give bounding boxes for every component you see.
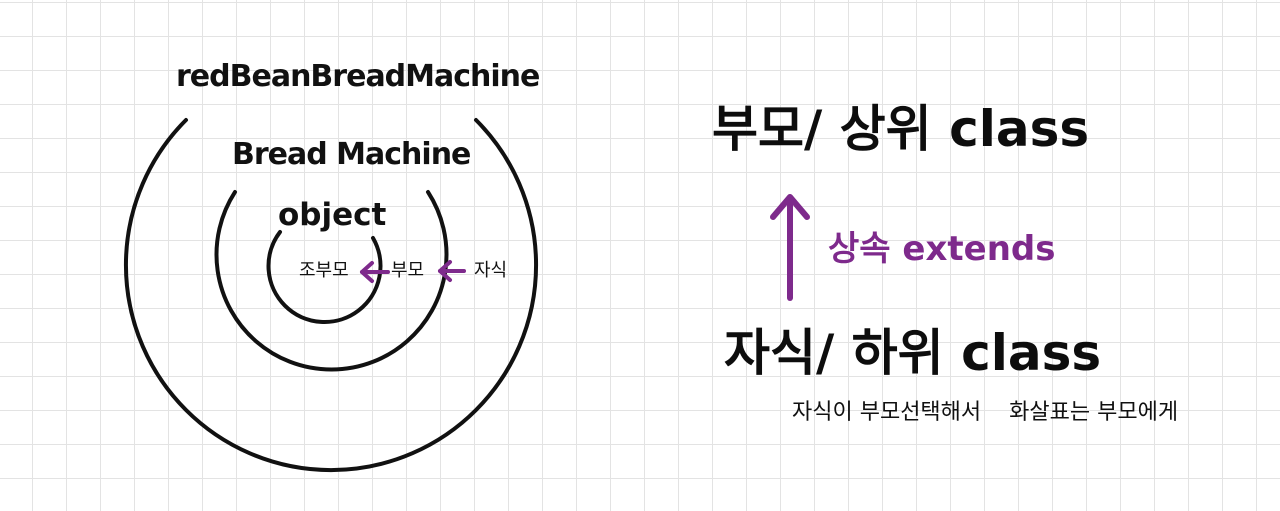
grandparent-label: 조부모 [299,260,349,281]
arrow-parent-to-grandparent [360,261,390,283]
note-text: 자식이 부모선택해서 화살표는 부모에게 [792,402,1178,424]
middle-circle-label: Bread Machine [232,137,471,172]
inheritance-arrow [770,194,810,301]
child-class-label: 자식/ 하위 class [724,324,1102,382]
parent-class-label: 부모/ 상위 class [712,100,1090,158]
arrow-child-to-parent [438,260,466,282]
outer-ring [124,118,538,472]
note-part-2: 화살표는 부모에게 [1009,400,1179,425]
parent-label: 부모 [391,260,425,281]
note-part-1: 자식이 부모선택해서 [792,400,982,425]
inner-circle-label: object [278,197,387,233]
child-label: 자식 [474,260,508,281]
extends-label: 상속 extends [828,229,1056,269]
outer-circle-label: redBeanBreadMachine [176,59,540,94]
